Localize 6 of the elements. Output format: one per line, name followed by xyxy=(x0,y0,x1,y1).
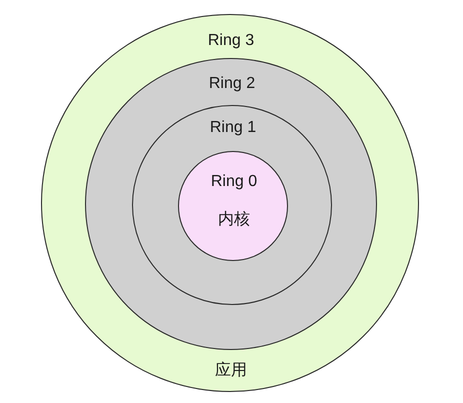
ring-description: 内核 xyxy=(218,210,250,230)
ring-label: Ring 1 xyxy=(210,118,256,138)
ring-label: Ring 3 xyxy=(208,32,254,50)
ring-description: 应用 xyxy=(215,362,247,380)
ring-label: Ring 2 xyxy=(208,74,256,94)
ring-label: Ring 0 xyxy=(210,172,258,192)
